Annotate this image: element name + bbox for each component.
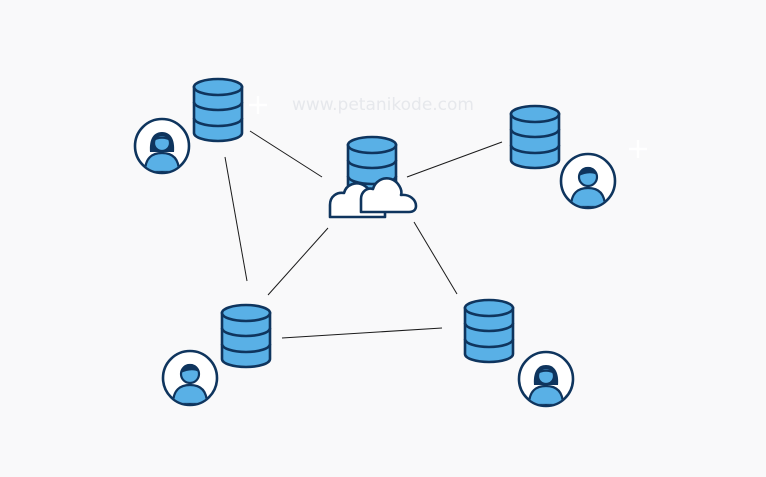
node-top-right xyxy=(509,104,615,208)
database-icon xyxy=(463,298,515,364)
sparkle-icon xyxy=(629,140,647,158)
center-cloud-db xyxy=(328,135,418,219)
cloud-icon xyxy=(328,176,418,219)
database-icon xyxy=(192,77,244,143)
edge-bottom-left-bottom-right xyxy=(281,327,443,339)
node-bottom-right xyxy=(463,298,573,406)
edge-top-right-center xyxy=(406,141,503,178)
edge-bottom-right-center xyxy=(413,221,458,295)
edge-bottom-left-center xyxy=(267,227,329,296)
sparkle-icon xyxy=(249,96,267,114)
edge-top-left-center xyxy=(249,130,323,178)
database-icon xyxy=(509,104,561,170)
node-bottom-left xyxy=(163,303,272,405)
female-user-icon xyxy=(135,119,189,173)
male-user-icon xyxy=(163,351,217,405)
male-user-icon xyxy=(561,154,615,208)
database-icon xyxy=(220,303,272,369)
edge-top-left-bottom-left xyxy=(224,156,248,282)
edges xyxy=(224,130,503,339)
female-user-icon xyxy=(519,352,573,406)
node-top-left xyxy=(135,77,244,173)
